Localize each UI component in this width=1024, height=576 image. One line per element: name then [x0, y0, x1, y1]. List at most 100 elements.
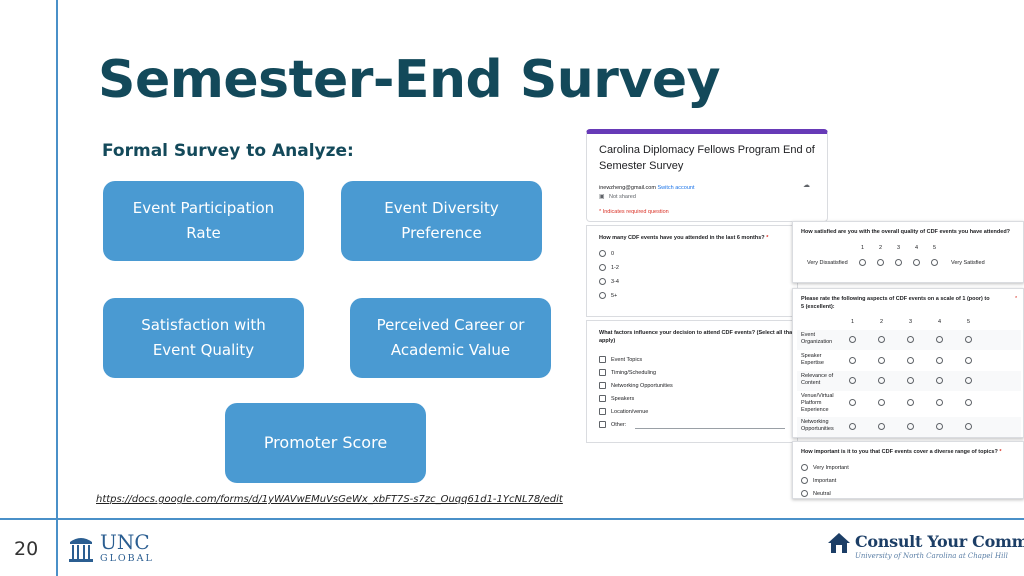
radio-button[interactable] — [877, 259, 884, 266]
radio-button[interactable] — [907, 423, 914, 430]
metric-box-promoter-score: Promoter Score — [225, 403, 426, 483]
radio-button[interactable] — [913, 259, 920, 266]
switch-account-link[interactable]: Switch account — [657, 185, 695, 191]
not-shared-label: Not shared — [609, 194, 636, 200]
unc-wordmark: UNC — [100, 530, 150, 554]
question-label: How important is it to you that CDF even… — [801, 449, 998, 455]
metric-line: Event Quality — [152, 341, 255, 359]
radio-button[interactable] — [859, 259, 866, 266]
scale-low-label: Very Dissatisfied — [807, 260, 848, 266]
radio-button[interactable] — [849, 399, 856, 406]
old-well-icon — [69, 537, 93, 562]
option-label: Very Important — [813, 465, 849, 471]
question-label: How satisfied are you with the overall q… — [801, 229, 1011, 235]
radio-button[interactable] — [907, 357, 914, 364]
cyc-wordmark: Consult Your Community — [855, 532, 1024, 551]
option-label: 3-4 — [611, 279, 619, 285]
radio-button[interactable] — [878, 423, 885, 430]
radio-button[interactable] — [907, 399, 914, 406]
radio-button[interactable] — [849, 377, 856, 384]
option-label: Location/venue — [611, 409, 649, 415]
radio-button[interactable] — [599, 250, 606, 257]
cyc-tagline: University of North Carolina at Chapel H… — [855, 552, 1008, 560]
scale-label: 5 — [933, 245, 937, 251]
required-marker: * — [999, 449, 1002, 455]
radio-button[interactable] — [895, 259, 902, 266]
not-shared-icon: ▣ — [599, 193, 605, 200]
radio-button[interactable] — [878, 377, 885, 384]
checkbox[interactable] — [599, 421, 606, 428]
checkbox[interactable] — [599, 356, 606, 363]
radio-button[interactable] — [849, 357, 856, 364]
required-marker: * — [1015, 296, 1018, 302]
radio-button[interactable] — [801, 490, 808, 497]
radio-button[interactable] — [931, 259, 938, 266]
radio-button[interactable] — [599, 264, 606, 271]
source-link[interactable]: https://docs.google.com/forms/d/1yWAVwEM… — [96, 494, 563, 505]
radio-button[interactable] — [936, 357, 943, 364]
metric-line: Academic Value — [390, 341, 511, 359]
radio-button[interactable] — [907, 336, 914, 343]
form-account-line: inewzheng@gmail.com Switch account — [599, 185, 694, 191]
metric-line: Satisfaction with — [141, 315, 266, 334]
option-label: 5+ — [611, 293, 618, 299]
radio-button[interactable] — [599, 292, 606, 299]
radio-button[interactable] — [849, 336, 856, 343]
radio-button[interactable] — [907, 377, 914, 384]
option-label: Important — [813, 478, 837, 484]
question-text: How important is it to you that CDF even… — [801, 449, 1021, 457]
other-text-input[interactable] — [635, 428, 785, 429]
radio-button[interactable] — [965, 399, 972, 406]
page-number: 20 — [14, 538, 39, 560]
option-label: Timing/Scheduling — [611, 370, 657, 376]
question-text: How many CDF events have you attended in… — [599, 235, 795, 243]
metric-line: Event Participation — [132, 198, 275, 217]
unc-global-wordmark: GLOBAL — [100, 553, 154, 564]
radio-button[interactable] — [936, 423, 943, 430]
radio-button[interactable] — [965, 377, 972, 384]
grid-column-label: 3 — [909, 319, 913, 325]
checkbox[interactable] — [599, 408, 606, 415]
grid-row-label: Venue/Virtual Platform Experience — [801, 393, 834, 413]
radio-button[interactable] — [936, 377, 943, 384]
option-label: 0 — [611, 251, 615, 257]
grid-column-label: 4 — [938, 319, 942, 325]
scale-label: 1 — [861, 245, 865, 251]
survey-form-screenshots: Carolina Diplomacy Fellows Program End o… — [586, 129, 1024, 499]
option-label: Speakers — [611, 396, 635, 402]
form-header-card: Carolina Diplomacy Fellows Program End o… — [586, 129, 828, 222]
radio-button[interactable] — [878, 399, 885, 406]
radio-button[interactable] — [878, 336, 885, 343]
question-card-diversity: How important is it to you that CDF even… — [792, 441, 1024, 499]
metric-line: Promoter Score — [263, 433, 388, 453]
footer-rule — [0, 518, 1024, 520]
radio-button[interactable] — [801, 464, 808, 471]
scale-label: 3 — [897, 245, 901, 251]
checkbox[interactable] — [599, 382, 606, 389]
radio-button[interactable] — [965, 336, 972, 343]
grid-column-label: 1 — [851, 319, 855, 325]
question-label: What factors influence your decision to … — [599, 330, 794, 344]
radio-button[interactable] — [878, 357, 885, 364]
question-label: How many CDF events have you attended in… — [599, 235, 765, 241]
checkbox[interactable] — [599, 369, 606, 376]
question-card-aspect-grid: Please rate the following aspects of CDF… — [792, 288, 1024, 438]
question-label: Please rate the following aspects of CDF… — [801, 296, 990, 310]
radio-button[interactable] — [936, 336, 943, 343]
house-icon — [828, 533, 850, 553]
form-title: Carolina Diplomacy Fellows Program End o… — [599, 144, 815, 172]
radio-button[interactable] — [849, 423, 856, 430]
option-label: Event Topics — [611, 357, 643, 363]
required-note: * Indicates required question — [599, 209, 669, 215]
radio-button[interactable] — [599, 278, 606, 285]
checkbox[interactable] — [599, 395, 606, 402]
radio-button[interactable] — [965, 357, 972, 364]
radio-button[interactable] — [936, 399, 943, 406]
radio-button[interactable] — [801, 477, 808, 484]
form-email: inewzheng@gmail.com — [599, 185, 656, 191]
scale-label: 2 — [879, 245, 883, 251]
radio-button[interactable] — [965, 423, 972, 430]
